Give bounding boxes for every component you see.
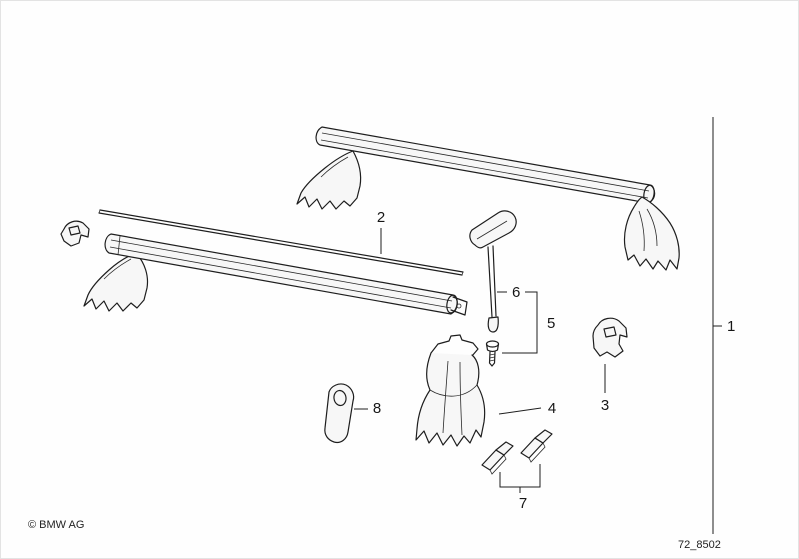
crossbar-rear-highlight-1 <box>321 132 650 192</box>
foot-front-left-detail <box>103 258 132 280</box>
seal-strip-bottom-edge <box>98 212 463 276</box>
clamp-right <box>592 317 628 358</box>
screw-thread-3 <box>489 359 495 362</box>
crossbar-rear-tube <box>315 126 656 204</box>
screw-thread-1 <box>489 353 496 356</box>
crossbar-front-end-hole <box>456 303 462 309</box>
foot-rear-left <box>296 150 362 210</box>
mounting-foot-striation-2 <box>459 361 463 436</box>
clamp-left-slot <box>68 225 81 236</box>
crossbar-front-highlight-1 <box>110 239 453 302</box>
crossbar-front-tube <box>104 233 458 315</box>
callout-lines <box>354 117 722 534</box>
callout-label-4: 4 <box>548 400 556 417</box>
callout-label-7: 7 <box>519 495 527 512</box>
callout-label-1: 1 <box>727 318 735 335</box>
screw-head <box>485 340 500 348</box>
callout-label-6: 6 <box>512 284 520 301</box>
callout-line-5 <box>502 291 538 354</box>
screw-shaft <box>488 351 496 367</box>
clip-left-plate-b <box>495 441 514 456</box>
clamp-right-body <box>592 317 628 358</box>
crossbar-front-end-fitting <box>450 296 468 316</box>
mounting-foot-waist <box>429 384 478 397</box>
seal-strip-top-edge <box>99 209 464 273</box>
clamp-right-slot <box>603 326 617 338</box>
key-shaft-left <box>487 246 493 318</box>
mounting-foot-body <box>415 352 486 447</box>
strap-hole <box>333 389 347 407</box>
clip-right-plate-b <box>534 429 553 444</box>
callout-label-3: 3 <box>601 397 609 414</box>
key-assembly <box>469 210 517 367</box>
crossbar-rear <box>296 126 680 271</box>
crossbar-front <box>83 233 468 316</box>
mounting-foot-striation-1 <box>442 360 449 434</box>
seal-strip-right-end <box>461 271 464 276</box>
drawing-number: 72_8502 <box>678 539 721 551</box>
foot-rear-right-detail-1 <box>646 208 658 247</box>
clip-left-thickness <box>489 454 507 475</box>
strap-body <box>324 383 355 444</box>
key-shaft-right <box>492 245 497 317</box>
foot-front-left <box>83 252 149 312</box>
seal-strip-left-end <box>98 209 101 214</box>
key-ferrule <box>487 316 499 333</box>
screw-thread-2 <box>489 356 495 359</box>
seal-strip <box>98 209 464 276</box>
mounting-foot-top-plate <box>430 334 479 357</box>
crossbar-rear-highlight-2 <box>320 139 649 199</box>
callout-line-4 <box>498 407 542 415</box>
callout-label-5: 5 <box>547 315 555 332</box>
clip-right-thickness <box>528 442 546 463</box>
copyright-text: © BMW AG <box>28 519 84 531</box>
foot-rear-left-detail <box>320 156 349 178</box>
foot-rear-right <box>623 196 680 271</box>
screw-head-side <box>485 343 500 353</box>
strap <box>324 383 355 444</box>
foot-rear-right-detail-2 <box>638 210 645 252</box>
callout-line-1 <box>712 117 722 534</box>
crossbar-front-highlight-2 <box>109 246 452 309</box>
key-head-detail <box>476 220 508 240</box>
clamp-left <box>60 220 90 247</box>
callout-line-7 <box>499 464 541 493</box>
mounting-foot-front <box>415 334 486 447</box>
callout-label-2: 2 <box>377 209 385 226</box>
clips <box>481 429 553 475</box>
callout-label-8: 8 <box>373 400 381 417</box>
crossbar-front-collar <box>117 235 121 256</box>
